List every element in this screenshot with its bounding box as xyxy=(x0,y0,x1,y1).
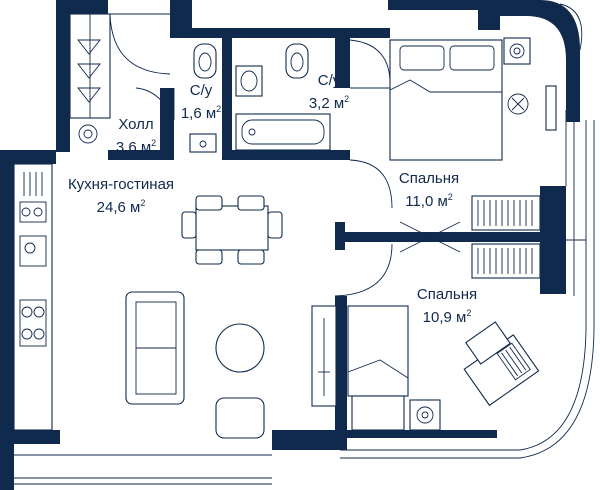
wc1-fixtures xyxy=(135,43,217,153)
bedroom2-furniture xyxy=(347,305,540,431)
room-area-bedroom1: 11,0 xyxy=(405,193,434,210)
room-unit-power-wc2: 2 xyxy=(344,94,350,104)
room-unit-power-wc1: 2 xyxy=(216,104,222,114)
room-name-bedroom2: Спальня xyxy=(416,286,478,303)
room-area-wc2: 3,2 xyxy=(308,95,330,112)
room-area-living: 24,6 xyxy=(96,199,126,216)
bedroom1-furniture xyxy=(334,37,557,297)
room-label-wc1: С/у 1,6 м2 xyxy=(170,82,232,123)
room-unit-wc2: м xyxy=(333,95,345,112)
room-unit-power-living: 2 xyxy=(140,198,146,208)
living-furniture xyxy=(13,163,337,439)
room-unit-hall: м xyxy=(140,139,152,156)
room-unit-bedroom1: м xyxy=(437,193,448,210)
room-unit-power-bedroom2: 2 xyxy=(466,308,472,318)
room-area-bedroom2: 10,9 xyxy=(422,309,452,326)
room-name-living: Кухня-гостиная xyxy=(67,176,175,193)
room-area-hall: 3,6 xyxy=(115,139,137,156)
room-label-wc2: С/у 3,2 м2 xyxy=(298,72,360,113)
room-unit-power-bedroom1: 2 xyxy=(447,192,453,202)
room-name-bedroom1: Спальня xyxy=(398,170,460,187)
room-name-wc2: С/у xyxy=(317,72,341,89)
room-name-wc1: С/у xyxy=(189,82,213,99)
room-label-bedroom1: Спальня 11,0 м2 xyxy=(384,170,474,211)
room-unit-power-hall: 2 xyxy=(151,138,157,148)
room-label-bedroom2: Спальня 10,9 м2 xyxy=(402,286,492,327)
room-unit-living: м xyxy=(130,199,141,216)
room-unit-bedroom2: м xyxy=(456,309,467,326)
hall-furniture xyxy=(69,13,171,144)
room-name-hall: Холл xyxy=(118,116,154,133)
room-label-hall: Холл 3,6 м2 xyxy=(106,116,166,157)
windows xyxy=(14,3,595,485)
room-label-living: Кухня-гостиная 24,6 м2 xyxy=(46,176,196,217)
room-unit-wc1: м xyxy=(205,105,217,122)
room-area-wc1: 1,6 xyxy=(180,105,202,122)
